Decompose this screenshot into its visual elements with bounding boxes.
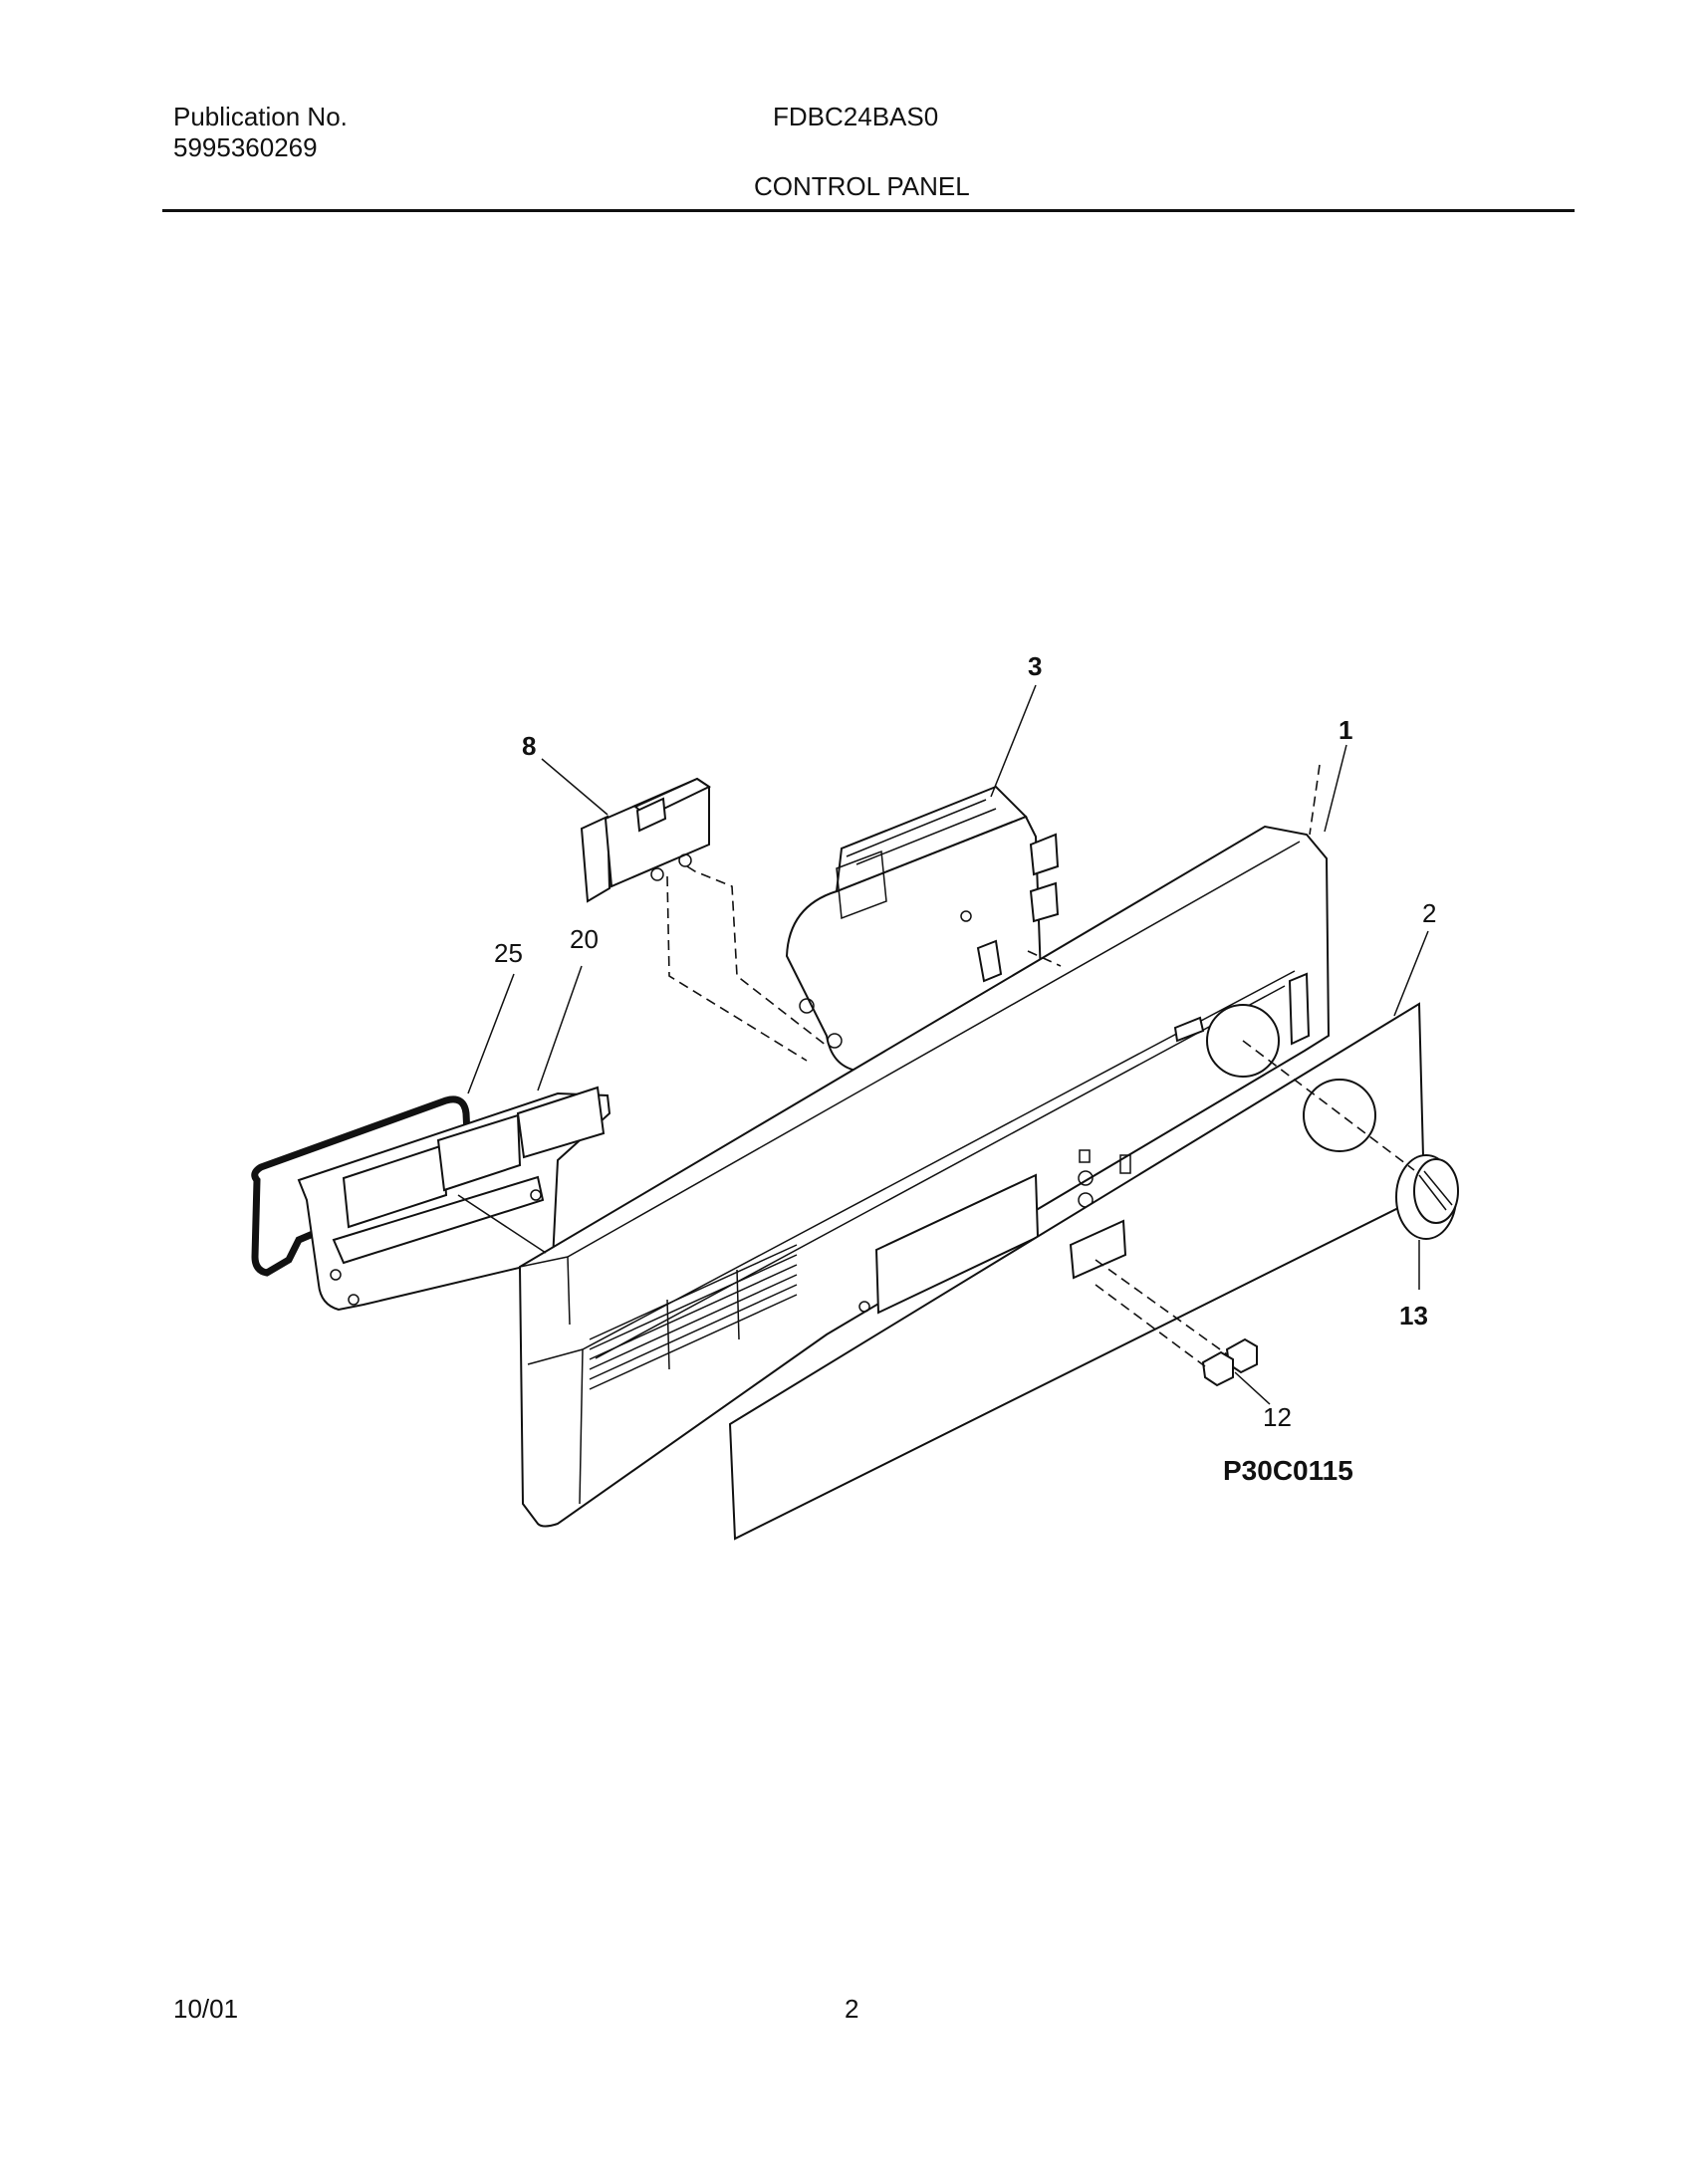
wiring-and-assembly-lines [457, 764, 1415, 1367]
leader-lines [467, 684, 1429, 1405]
callout-3: 3 [1028, 651, 1042, 681]
callout-8: 8 [522, 731, 536, 761]
callout-20: 20 [570, 924, 599, 954]
part-13-knob [1395, 1154, 1459, 1240]
part-1-control-panel [518, 825, 1331, 1528]
callout-2: 2 [1422, 898, 1436, 928]
publication-label: Publication No. [173, 102, 348, 131]
callout-1: 1 [1339, 715, 1352, 745]
part-20-panel-insert [297, 1086, 611, 1312]
callout-12: 12 [1263, 1402, 1292, 1432]
part-8-switch [580, 777, 712, 903]
publication-number: 5995360269 [173, 132, 318, 162]
figure-code: P30C0115 [1223, 1455, 1353, 1486]
header-rule [162, 209, 1575, 212]
section-title: CONTROL PANEL [754, 171, 970, 201]
footer-date: 10/01 [173, 1994, 239, 2024]
footer-page-number: 2 [845, 1994, 859, 2024]
callout-13: 13 [1399, 1301, 1428, 1331]
callout-25: 25 [494, 938, 523, 968]
part-12-buttons [1201, 1337, 1258, 1387]
model-number: FDBC24BAS0 [773, 102, 939, 131]
